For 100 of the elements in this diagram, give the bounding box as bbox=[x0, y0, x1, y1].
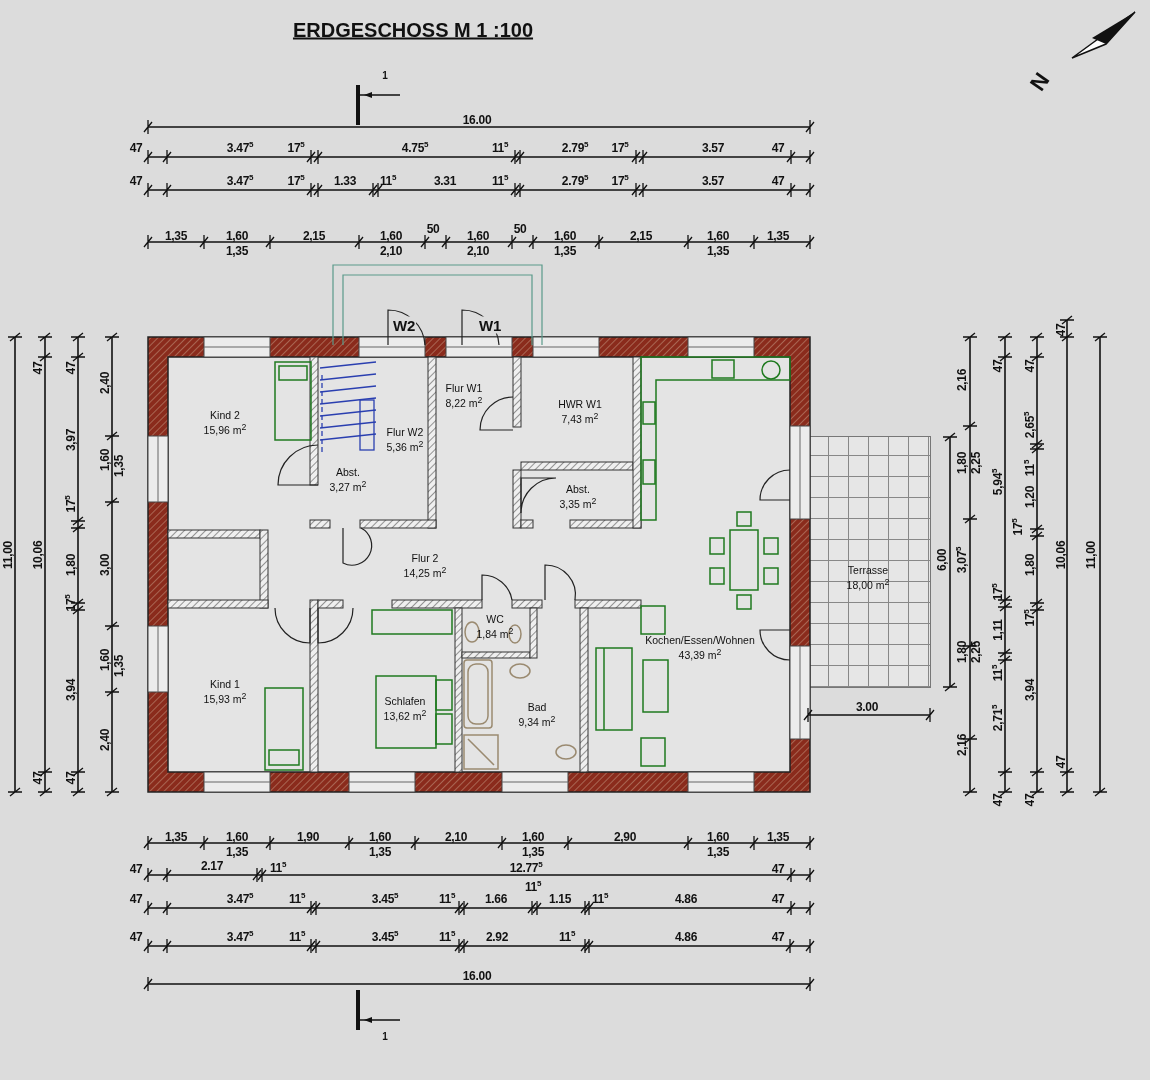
room-name: Abst. bbox=[565, 482, 591, 496]
terrace-floor bbox=[808, 437, 930, 687]
dimension-value: 47 bbox=[65, 771, 77, 785]
dimension-value: 3,97 bbox=[65, 428, 77, 452]
dimension-value: 3.47$^{5}$ bbox=[226, 893, 254, 905]
room-name: Kochen/Essen/Wohnen bbox=[645, 633, 755, 647]
dimension-value: 2.79$^{5}$ bbox=[561, 142, 589, 154]
dimension-value: 47 bbox=[65, 361, 77, 375]
dimension-value: 11$^{5}$ bbox=[438, 893, 456, 905]
dimension-value: 11,00 bbox=[1085, 541, 1097, 569]
dimension-value: 1,35 bbox=[225, 846, 249, 858]
section-label: 1 bbox=[382, 71, 388, 81]
dimension-value: 47 bbox=[129, 931, 143, 943]
dimension-value: 1,60 bbox=[553, 230, 577, 242]
north-label: N bbox=[1026, 69, 1054, 95]
room-area: 18,00 m$^{2}$ bbox=[846, 576, 890, 593]
door-label: W1 bbox=[478, 316, 502, 334]
room-area: 8,22 m$^{2}$ bbox=[445, 394, 483, 411]
dimension-value: 47 bbox=[129, 175, 143, 187]
dimension-value: 11$^{5}$ bbox=[558, 931, 576, 943]
dimension-value: 3.45$^{5}$ bbox=[371, 893, 399, 905]
plan-title: ERDGESCHOSS M 1 :100 bbox=[292, 18, 534, 42]
dimension-value: 1,80 bbox=[956, 640, 968, 664]
dimension-value: 1,80 bbox=[1024, 553, 1036, 577]
dimension-value: 11$^{5}$ bbox=[379, 175, 397, 187]
room-name: Flur W1 bbox=[445, 381, 483, 395]
dimension-value: 47 bbox=[992, 359, 1004, 373]
room-name: Flur W2 bbox=[386, 425, 424, 439]
dimension-value: 4.86 bbox=[674, 893, 698, 905]
dimension-value: 2.79$^{5}$ bbox=[561, 175, 589, 187]
dimension-value: 2,15 bbox=[629, 230, 653, 242]
dimension-value: 1.66 bbox=[484, 893, 508, 905]
dimension-value: 1.33 bbox=[333, 175, 357, 187]
dimension-value: 11$^{5}$ bbox=[269, 862, 287, 874]
dimension-value: 3.47$^{5}$ bbox=[226, 931, 254, 943]
dimension-value: 2,25 bbox=[970, 640, 982, 664]
dimension-value: 47 bbox=[992, 793, 1004, 807]
dimension-value: 1,35 bbox=[113, 654, 125, 678]
dimension-value: 3.00 bbox=[855, 701, 879, 713]
dimension-value: 47 bbox=[129, 863, 143, 875]
room-area: 15,93 m$^{2}$ bbox=[203, 690, 247, 707]
dimension-value: 1,60 bbox=[379, 230, 403, 242]
dimension-value: 3.45$^{5}$ bbox=[371, 931, 399, 943]
room-name: Flur 2 bbox=[410, 551, 440, 565]
dimension-value: 11$^{5}$ bbox=[524, 881, 542, 893]
dimension-value: 1,35 bbox=[521, 846, 545, 858]
room-name: Bad bbox=[526, 700, 548, 714]
dimension-value: 1,60 bbox=[99, 448, 111, 472]
dimension-value: 2,16 bbox=[956, 368, 968, 392]
dimension-value: 47 bbox=[1055, 323, 1067, 337]
room-name: WC bbox=[485, 612, 505, 626]
dimension-value: 1,60 bbox=[225, 831, 249, 843]
dimension-value: 2,10 bbox=[466, 245, 490, 257]
room-area: 9,34 m$^{2}$ bbox=[518, 713, 556, 730]
dimension-value: 1,35 bbox=[225, 245, 249, 257]
dimension-value: 2,40 bbox=[99, 371, 111, 395]
dimension-value: 1,35 bbox=[766, 831, 790, 843]
dimension-value: 10,06 bbox=[32, 540, 44, 570]
dimension-value: 11$^{5}$ bbox=[438, 931, 456, 943]
dimension-value: 47 bbox=[771, 175, 785, 187]
dimension-value: 1,35 bbox=[706, 245, 730, 257]
dimension-value: 47 bbox=[32, 771, 44, 785]
dimension-value: 1,35 bbox=[113, 454, 125, 478]
room-area: 13,62 m$^{2}$ bbox=[383, 707, 427, 724]
dimension-value: 1,90 bbox=[296, 831, 320, 843]
dimension-value: 10,06 bbox=[1055, 540, 1067, 570]
dimension-value: 1,35 bbox=[164, 831, 188, 843]
dimension-value: 47 bbox=[771, 142, 785, 154]
dimension-value: 1,35 bbox=[164, 230, 188, 242]
dimension-value: 16.00 bbox=[462, 970, 492, 982]
room-area: 1,84 m$^{2}$ bbox=[476, 625, 514, 642]
dimension-value: 3.57 bbox=[701, 142, 725, 154]
dimension-value: 1,80 bbox=[65, 553, 77, 577]
dimension-value: 47 bbox=[129, 893, 143, 905]
dimension-value: 3,00 bbox=[99, 553, 111, 577]
door-label: W2 bbox=[392, 316, 416, 334]
dimension-value: 1,60 bbox=[706, 831, 730, 843]
dimension-value: 1,60 bbox=[225, 230, 249, 242]
dimension-value: 17$^{5}$ bbox=[611, 142, 629, 154]
dimension-value: 2,10 bbox=[379, 245, 403, 257]
dimension-value: 11$^{5}$ bbox=[288, 893, 306, 905]
dimension-value: 1,60 bbox=[706, 230, 730, 242]
dimension-value: 11,00 bbox=[2, 541, 14, 569]
dimension-value: 16.00 bbox=[462, 114, 492, 126]
dimension-value: 1,35 bbox=[553, 245, 577, 257]
dimension-value: 1.15 bbox=[548, 893, 572, 905]
dimension-value: 2,15 bbox=[302, 230, 326, 242]
dimension-value: 3,94 bbox=[1024, 678, 1036, 702]
dimension-value: 1,60 bbox=[368, 831, 392, 843]
dimension-value: 12.77$^{5}$ bbox=[509, 862, 543, 874]
room-name: Kind 2 bbox=[209, 408, 241, 422]
dimension-value: 11$^{5}$ bbox=[491, 175, 509, 187]
dimension-value: 1,60 bbox=[466, 230, 490, 242]
dimension-value: 11$^{5}$ bbox=[491, 142, 509, 154]
dimension-value: 1,60 bbox=[521, 831, 545, 843]
room-area: 3,27 m$^{2}$ bbox=[329, 478, 367, 495]
dimension-value: 17$^{5}$ bbox=[287, 142, 305, 154]
room-name: Kind 1 bbox=[209, 677, 241, 691]
dimension-value: 2,16 bbox=[956, 733, 968, 757]
room-name: HWR W1 bbox=[558, 397, 602, 411]
